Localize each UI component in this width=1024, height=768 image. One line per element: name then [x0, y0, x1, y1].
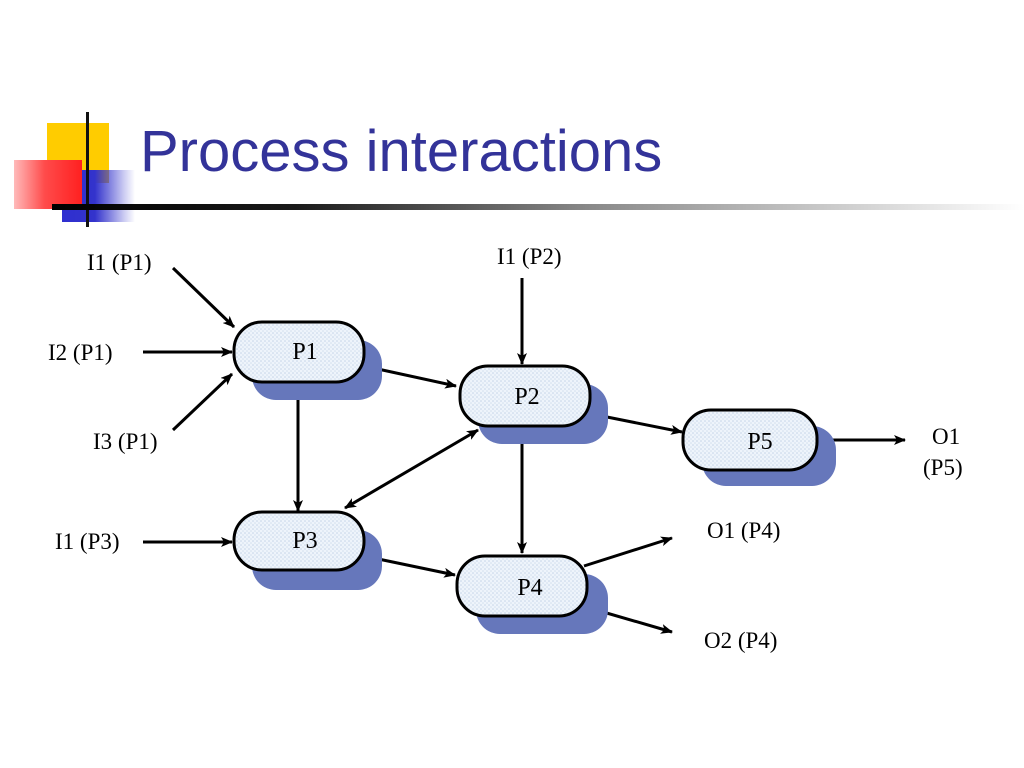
slide-title: Process interactions [140, 119, 663, 184]
node-pill [455, 554, 589, 618]
node-label: P5 [747, 429, 772, 455]
node-label: P4 [517, 575, 542, 601]
output-label-o1-p5-line1: O1 [932, 424, 960, 449]
process-node-p4: P4 [455, 554, 608, 634]
node-label: P3 [292, 528, 317, 554]
node-pill [681, 408, 819, 472]
input-label-i1-p1: I1 (P1) [87, 250, 152, 275]
logo-vertical-line [86, 112, 89, 227]
arrow-p4-to-o1p4 [583, 536, 673, 568]
output-label-o1-p4: O1 (P4) [707, 518, 780, 543]
output-label-o1-p5-line2: (P5) [923, 455, 963, 480]
input-label-i2-p1: I2 (P1) [48, 340, 113, 365]
arrow-p3-p2-bidirectional [344, 428, 479, 510]
process-node-p2: P2 [458, 364, 608, 444]
title-underline [52, 204, 1024, 210]
node-pill [458, 364, 592, 428]
input-label-i1-p2: I1 (P2) [497, 244, 562, 269]
node-label: P2 [514, 384, 539, 410]
arrow-i1p1-to-p1 [171, 266, 236, 329]
logo-red-square [14, 160, 82, 209]
process-node-p5: P5 [681, 408, 836, 486]
arrow-i3p1-to-p1 [171, 372, 234, 432]
input-label-i1-p3: I1 (P3) [55, 529, 120, 554]
process-node-p1: P1 [232, 320, 382, 400]
node-pill [232, 510, 366, 572]
node-label: P1 [292, 339, 317, 365]
node-pill [232, 320, 366, 384]
output-label-o2-p4: O2 (P4) [704, 628, 777, 653]
process-node-p3: P3 [232, 510, 382, 590]
input-label-i3-p1: I3 (P1) [93, 429, 158, 454]
